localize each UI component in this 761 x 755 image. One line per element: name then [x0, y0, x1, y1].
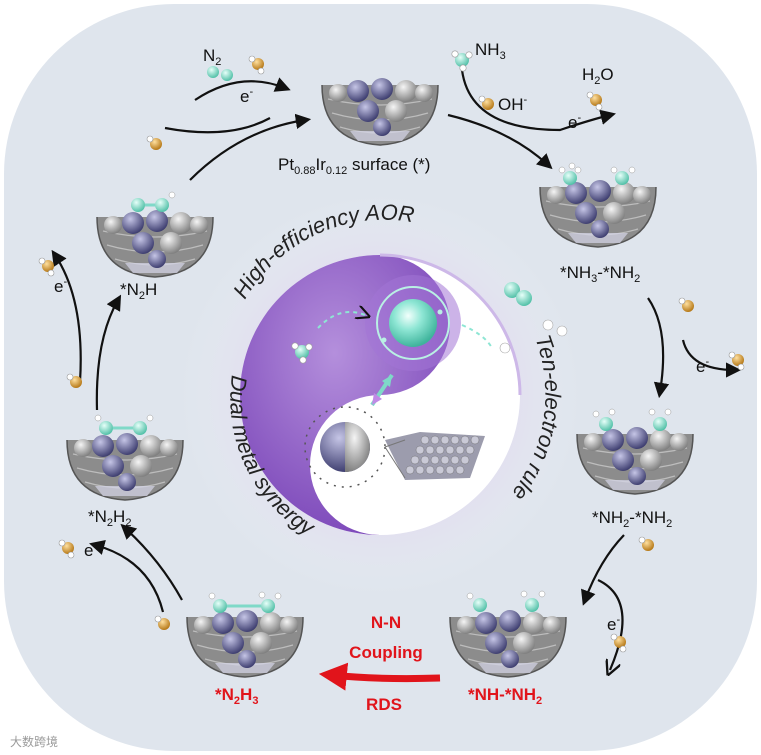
- nh2-nh2-label: *NH2-*NH2: [592, 508, 672, 530]
- adsorbate-n2h3: [208, 591, 282, 613]
- nh3-nh2-label: *NH3-*NH2: [560, 263, 640, 285]
- nh3-label: NH3: [475, 40, 506, 62]
- adsorbate-nh2-nh2: [592, 408, 672, 431]
- oh-label: OH-: [498, 94, 528, 114]
- n2-label: N2: [203, 46, 221, 68]
- electron-label-5: e-: [54, 276, 67, 296]
- electron-label-6: e-: [84, 540, 97, 560]
- electron-label-3: e-: [696, 356, 709, 376]
- n2h3-label: *N2H3: [215, 685, 258, 707]
- adsorbate-nh3-nh2: [558, 162, 636, 185]
- electron-label-4: e-: [607, 614, 620, 634]
- h2o-label: H2O: [582, 65, 614, 87]
- electron-label-2: e-: [568, 112, 581, 132]
- yin-yang-emblem: [240, 253, 568, 535]
- n2h2-label: *N2H2: [88, 507, 131, 529]
- n2-molecule-icon: [504, 282, 520, 298]
- electron-label-1: e-: [240, 86, 253, 106]
- watermark: 大数跨境: [10, 734, 58, 749]
- cycle-arrows: [51, 69, 742, 670]
- nitrogen-atom-icon: [389, 299, 437, 347]
- catalyst-slab-icon: [384, 432, 485, 480]
- adsorbate-n2h2: [94, 414, 154, 435]
- n2h-label: *N2H: [120, 280, 157, 302]
- adsorbate-n2h: [131, 191, 176, 212]
- coupling-line1: N-N: [371, 613, 401, 632]
- rds-label: RDS: [366, 695, 402, 714]
- coupling-arrow: [318, 662, 441, 691]
- coupling-line2: Coupling: [349, 643, 423, 662]
- nh-nh2-label: *NH-*NH2: [468, 685, 542, 707]
- n2-released-icon: [207, 66, 219, 78]
- surface-label: Pt0.88Ir0.12 surface (*): [278, 155, 430, 177]
- adsorbate-nh-nh2: [466, 590, 546, 612]
